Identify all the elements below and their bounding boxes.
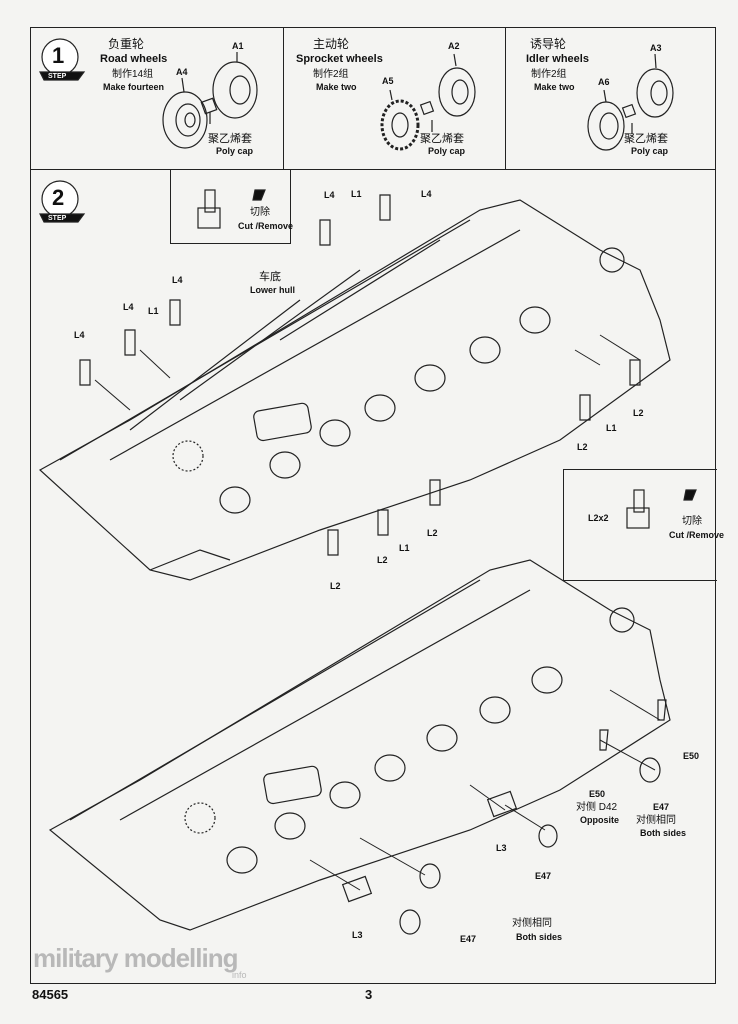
label-l2-c: L2: [427, 528, 438, 538]
label-e47-a: E47: [653, 802, 670, 812]
cut-callout-box: [170, 169, 291, 244]
lower-hull-lower-drawing: [48, 559, 671, 935]
step1-word: STEP: [48, 73, 67, 80]
idler-wheel-icon: [587, 53, 674, 151]
idler-polycap-cn: 聚乙烯套: [624, 133, 668, 145]
idler-qty-cn: 制作2组: [531, 69, 567, 80]
label-e50: E50: [589, 789, 606, 799]
label-l4-e: L4: [421, 189, 432, 199]
step2-badge-icon: [39, 180, 86, 223]
step2-number: 2: [52, 185, 65, 210]
sprocket-qty-cn: 制作2组: [313, 69, 349, 80]
idler-title-en: Idler wheels: [526, 53, 589, 65]
sprocket-qty-en: Make two: [316, 82, 357, 92]
sprocket-polycap-cn: 聚乙烯套: [420, 133, 464, 145]
label-l3-b: L3: [352, 930, 363, 940]
step1-badge-icon: [39, 38, 86, 81]
footer-code: 84565: [32, 987, 69, 1002]
label-l2-d: L2: [377, 555, 388, 565]
label-l4-a: L4: [74, 330, 85, 340]
step1-number: 1: [52, 43, 65, 68]
label-l4-d: L4: [324, 190, 335, 200]
road-wheel-icon: [162, 52, 258, 149]
label-l2-b: L2: [577, 442, 588, 452]
label-opposite: Opposite: [580, 815, 620, 825]
road-part-a4: A4: [176, 67, 188, 77]
label-both-en-a: Both sides: [640, 828, 687, 838]
label-both-cn-a: 对侧相同: [636, 815, 676, 826]
cut-callout-box-2: [563, 469, 717, 581]
road-wheels-qty-en: Make fourteen: [103, 82, 165, 92]
cut-label-cn: 切除: [250, 207, 270, 218]
step1-frame: [30, 27, 716, 170]
idler-part-a3: A3: [650, 43, 662, 53]
label-d42: 对侧 D42: [576, 802, 618, 813]
cut-label-cn-2: 切除: [682, 516, 702, 527]
lower-hull-en: Lower hull: [250, 285, 295, 295]
cut-label-en: Cut /Remove: [238, 221, 294, 231]
idler-qty-en: Make two: [534, 82, 575, 92]
idler-title-cn: 诱导轮: [530, 37, 567, 51]
idler-polycap-en: Poly cap: [631, 146, 669, 156]
road-wheels-qty-cn: 制作14组: [112, 69, 154, 80]
label-l1-c: L1: [606, 423, 617, 433]
l2x2-label: L2x2: [588, 513, 609, 523]
step1-divider-2: [505, 27, 506, 170]
road-polycap-en: Poly cap: [216, 146, 254, 156]
road-part-a1: A1: [232, 41, 244, 51]
label-l4-b: L4: [123, 302, 134, 312]
label-l3-a: L3: [496, 843, 507, 853]
sprocket-part-a2: A2: [448, 41, 460, 51]
sprocket-title-en: Sprocket wheels: [296, 53, 383, 65]
label-both-en-b: Both sides: [516, 932, 563, 942]
road-wheels-title-en: Road wheels: [100, 53, 168, 65]
label-e47-c: E47: [460, 934, 477, 944]
sprocket-part-a5: A5: [382, 76, 394, 86]
watermark-sub: info: [232, 970, 247, 980]
label-l2-a: L2: [633, 408, 644, 418]
label-e50-right: E50: [683, 751, 700, 761]
cut-detail-icon-2: [626, 489, 697, 529]
cut-label-en-2: Cut /Remove: [669, 530, 725, 540]
label-l2-e: L2: [330, 581, 341, 591]
footer-page: 3: [365, 987, 373, 1002]
cut-detail-icon: [197, 189, 266, 229]
label-l1-d: L1: [399, 543, 410, 553]
step2-frame: [30, 169, 716, 984]
lower-hull-upper-drawing: [38, 194, 671, 581]
label-l4-c: L4: [172, 275, 183, 285]
lower-hull-cn: 车底: [259, 271, 281, 283]
label-l1-a: L1: [148, 306, 159, 316]
watermark: military modelling: [33, 943, 238, 973]
road-polycap-cn: 聚乙烯套: [208, 133, 252, 145]
sprocket-wheel-icon: [380, 53, 476, 151]
sprocket-polycap-en: Poly cap: [428, 146, 466, 156]
road-wheels-title-cn: 负重轮: [108, 37, 145, 51]
step2-word: STEP: [48, 215, 67, 222]
label-both-cn-b: 对侧相同: [512, 918, 552, 929]
label-l1-b: L1: [351, 189, 362, 199]
label-e47-b: E47: [535, 871, 552, 881]
step1-divider-1: [283, 27, 284, 170]
idler-part-a6: A6: [598, 77, 610, 87]
sprocket-title-cn: 主动轮: [313, 37, 350, 51]
